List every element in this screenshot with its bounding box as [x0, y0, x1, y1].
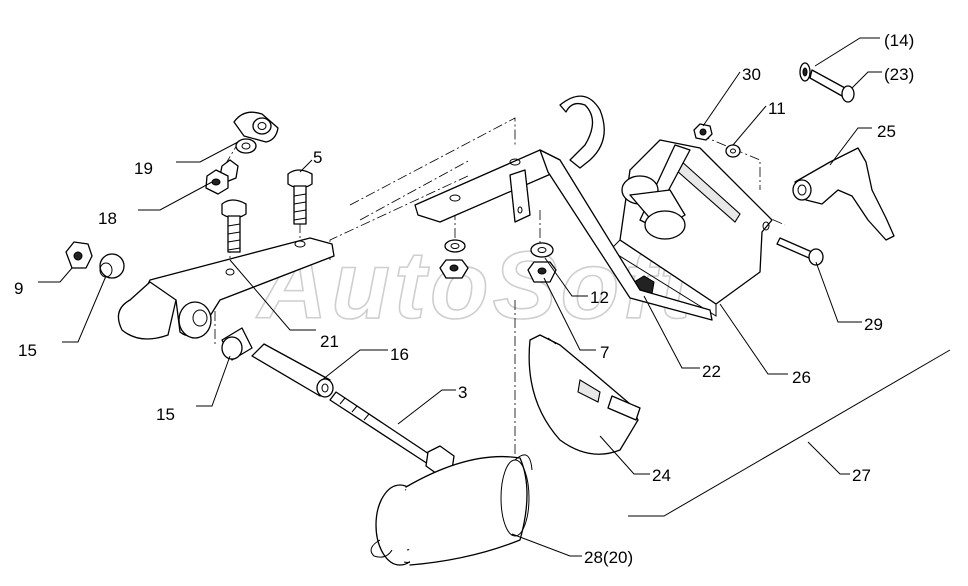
part-3-bolt: [329, 391, 455, 477]
part-11-washer: [725, 144, 741, 158]
part-16-tube: [251, 343, 334, 398]
label-14: (14): [884, 31, 914, 50]
label-24: 24: [652, 466, 671, 485]
part-18-bushing: [205, 159, 239, 195]
part-15-bushing-left: [99, 253, 125, 279]
label-26: 26: [792, 368, 811, 387]
hook-bracket: [414, 95, 713, 321]
label-29: 29: [864, 315, 883, 334]
part-7-nut: [527, 261, 557, 283]
part-5-bolt-left: [221, 199, 247, 253]
label-23: (23): [884, 65, 914, 84]
part-29-bolt: [776, 237, 824, 266]
part-26-bracket: [609, 139, 773, 317]
leader-lines: [38, 37, 951, 557]
label-15-bottom: 15: [156, 405, 175, 424]
part-25-lever: [792, 147, 895, 241]
label-21: 21: [320, 332, 339, 351]
label-3: 3: [458, 383, 467, 402]
label-28: 28(20): [584, 548, 633, 567]
part-30-nut: [693, 123, 713, 141]
part-labels: (14) (23) 30 11 25 19 5 18 9 15 21 16 15…: [14, 31, 914, 567]
label-5: 5: [313, 148, 322, 167]
label-18: 18: [98, 209, 117, 228]
label-15-left: 15: [18, 341, 37, 360]
label-16: 16: [390, 345, 409, 364]
part-9-nut: [65, 241, 93, 269]
part-14-washer: [799, 62, 811, 82]
part-24-guard: [528, 334, 641, 455]
label-12: 12: [590, 288, 609, 307]
part-19-washers: [233, 111, 279, 154]
label-30: 30: [742, 65, 761, 84]
part-5-bolt-right: [287, 169, 313, 225]
label-9: 9: [14, 279, 23, 298]
part-21-arm: [117, 237, 335, 340]
label-19: 19: [134, 159, 153, 178]
label-22: 22: [702, 362, 721, 381]
part-28-spring: [370, 454, 533, 566]
label-25: 25: [877, 122, 896, 141]
label-11: 11: [768, 99, 786, 118]
label-27: 27: [852, 466, 871, 485]
part-23-pin: [809, 69, 855, 103]
part-15-bushing-bottom: [221, 327, 253, 361]
part-12-washer: [530, 242, 554, 258]
label-7: 7: [600, 343, 609, 362]
washer-nut-stack-left: [439, 239, 469, 279]
